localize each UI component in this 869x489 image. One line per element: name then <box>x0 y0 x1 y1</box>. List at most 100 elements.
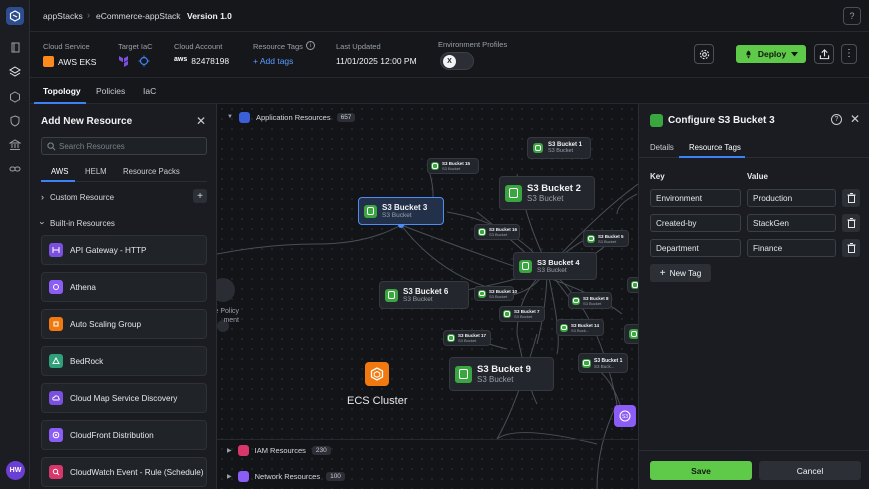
info-icon[interactable]: i <box>306 41 315 50</box>
ecs-cluster-icon[interactable] <box>365 362 389 386</box>
tag-value-field[interactable] <box>747 189 836 207</box>
caret-down-icon[interactable] <box>791 51 799 57</box>
tab-aws[interactable]: AWS <box>51 167 69 176</box>
node-type: S3 Bucket <box>442 166 461 171</box>
add-tags-link[interactable]: + Add tags <box>253 56 294 66</box>
iam-icon <box>237 445 249 456</box>
top-bar: appStacks › eCommerce-appStack › Version… <box>30 0 869 32</box>
tab-details[interactable]: Details <box>650 143 674 152</box>
tab-iac[interactable]: IaC <box>143 86 157 96</box>
help-icon[interactable]: ? <box>831 114 842 125</box>
node-s3-bucket-edge[interactable] <box>627 277 638 293</box>
group-application-resources[interactable]: ▼ Application Resources 657 <box>217 106 638 128</box>
resource-item-api-gateway[interactable]: API Gateway - HTTP <box>41 235 207 265</box>
new-tag-label: New Tag <box>669 268 702 278</box>
resource-item-cloudfront[interactable]: CloudFront Distribution <box>41 420 207 450</box>
tag-key-field[interactable] <box>650 214 741 232</box>
deploy-button[interactable]: Deploy <box>736 45 806 63</box>
chevron-down-icon: › <box>37 221 48 225</box>
breadcrumb-appstack[interactable]: eCommerce-appStack <box>96 11 181 21</box>
main-tabs: Topology Policies IaC <box>30 78 869 104</box>
save-button[interactable]: Save <box>650 461 752 480</box>
resource-item-label: Athena <box>70 282 96 292</box>
shield-icon[interactable] <box>9 115 21 127</box>
tab-resource-packs[interactable]: Resource Packs <box>123 167 180 176</box>
tab-resource-tags[interactable]: Resource Tags <box>689 143 741 152</box>
group-iam-resources[interactable]: ▶ IAM Resources 230 <box>217 439 638 461</box>
node-s3-bucket-edge[interactable] <box>624 324 638 344</box>
search-input[interactable] <box>59 140 199 153</box>
tag-key-field[interactable] <box>650 239 741 257</box>
trash-icon[interactable] <box>842 214 860 232</box>
node-type: S3 Bucket <box>527 194 564 203</box>
export-icon[interactable] <box>814 44 834 64</box>
search-box <box>41 137 207 155</box>
help-icon[interactable]: ? <box>843 7 861 25</box>
close-icon[interactable]: ✕ <box>196 114 207 128</box>
resource-item-cloudwatch-event[interactable]: CloudWatch Event - Rule (Schedule) <box>41 457 207 487</box>
hexagon-icon[interactable] <box>9 91 21 103</box>
app-logo-icon[interactable] <box>6 7 24 25</box>
s3-bucket-icon <box>431 162 439 170</box>
resource-item-bedrock[interactable]: BedRock <box>41 346 207 376</box>
tab-helm[interactable]: HELM <box>85 167 107 176</box>
stack-info-bar: Cloud Service AWS EKS Target IaC Cloud A… <box>30 32 869 78</box>
s3-resource-icon[interactable]: S3 <box>614 405 636 427</box>
resource-item-auto-scaling-group[interactable]: Auto Scaling Group <box>41 309 207 339</box>
user-avatar[interactable]: HW <box>6 461 25 480</box>
tab-policies[interactable]: Policies <box>96 86 126 96</box>
breadcrumb-separator: › <box>177 10 180 20</box>
link-icon[interactable] <box>9 163 21 175</box>
new-tag-button[interactable]: + New Tag <box>650 264 711 282</box>
close-icon[interactable]: ✕ <box>850 112 861 126</box>
resource-item-athena[interactable]: Athena <box>41 272 207 302</box>
resource-item-cloud-map[interactable]: Cloud Map Service Discovery <box>41 383 207 413</box>
s3-bucket-icon <box>503 310 511 318</box>
add-custom-resource-button[interactable]: + <box>193 189 207 203</box>
s3-bucket-icon <box>519 259 532 273</box>
tag-value-field[interactable] <box>747 214 836 232</box>
s3-bucket-icon <box>560 323 568 332</box>
configure-panel: Configure S3 Bucket 3 ? ✕ Details Resour… <box>638 104 869 489</box>
cancel-button[interactable]: Cancel <box>759 461 861 480</box>
cloudwatch-icon <box>49 465 63 479</box>
book-icon[interactable] <box>9 41 21 53</box>
breadcrumb-appstacks[interactable]: appStacks <box>43 11 83 21</box>
layers-icon[interactable] <box>9 66 21 78</box>
node-type: S3 Bucket <box>403 296 433 303</box>
tab-topology[interactable]: Topology <box>43 86 81 96</box>
trash-icon[interactable] <box>842 189 860 207</box>
value-header: Value <box>747 172 768 181</box>
tag-value-field[interactable] <box>747 239 836 257</box>
node-title: S3 Bucket 3 <box>382 203 428 212</box>
trash-icon[interactable] <box>842 239 860 257</box>
active-tab-indicator <box>41 180 75 182</box>
custom-resource-section[interactable]: › Custom Resource <box>41 192 114 202</box>
count-badge: 230 <box>311 446 331 455</box>
node-title: S3 Bucket 4 <box>537 258 580 267</box>
builtin-resources-section[interactable]: › Built-in Resources <box>37 218 115 228</box>
bank-icon[interactable] <box>9 139 21 151</box>
environment-profiles-toggle[interactable]: X <box>440 52 474 70</box>
more-options-icon[interactable]: ⋮ <box>841 44 857 64</box>
group-network-resources[interactable]: ▶ Network Resources 100 <box>217 465 638 487</box>
tag-key-field[interactable] <box>650 189 741 207</box>
settings-gear-icon[interactable] <box>694 44 714 64</box>
cloud-service-label: Cloud Service <box>43 42 90 51</box>
